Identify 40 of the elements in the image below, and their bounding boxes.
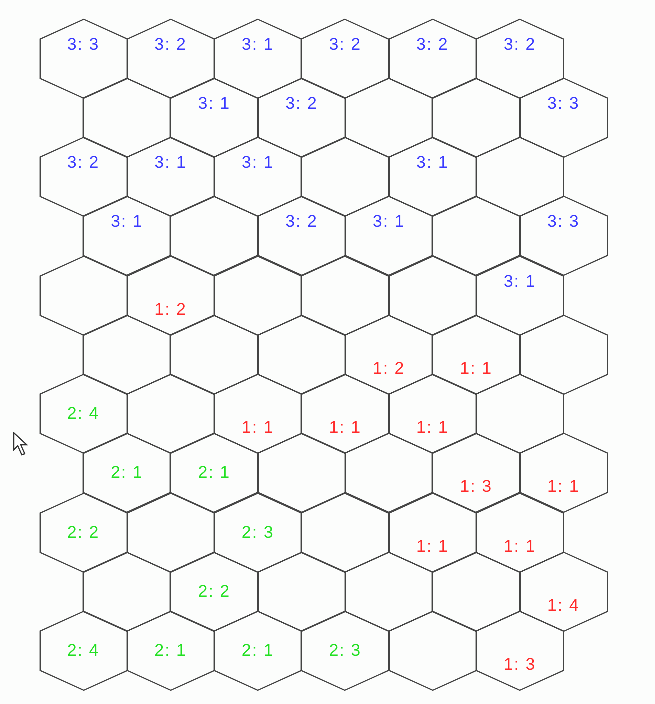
tile-label: 3: 1 <box>110 212 144 232</box>
tile-label: 1: 3 <box>504 655 536 675</box>
tile-label: 2: 1 <box>198 463 231 484</box>
tile-label: 2: 3 <box>329 641 362 661</box>
tile-label: 3: 1 <box>372 212 406 232</box>
tile-label: 3: 1 <box>198 94 231 114</box>
tile-label: 1: 1 <box>329 418 362 438</box>
tile-label: 1: 3 <box>460 477 493 498</box>
tile-label: 1: 1 <box>547 477 580 498</box>
tile-label: 2: 3 <box>242 522 274 542</box>
tile-label: 1: 4 <box>547 596 580 616</box>
tile-label: 1: 1 <box>416 536 449 556</box>
tile-label: 1: 1 <box>460 358 493 379</box>
tile-label: 1: 2 <box>154 300 187 320</box>
tile-label: 2: 1 <box>242 641 274 661</box>
tile-label: 1: 2 <box>372 358 406 379</box>
tile-label: 3: 2 <box>286 212 318 232</box>
tile-label: 3: 1 <box>504 272 536 292</box>
tile-label: 3: 1 <box>154 153 187 173</box>
tile-label: 3: 1 <box>242 34 274 54</box>
tile-label: 2: 1 <box>110 463 144 484</box>
tile-label: 3: 2 <box>286 94 318 114</box>
tile-label: 3: 1 <box>416 153 449 173</box>
tile-label: 3: 3 <box>547 212 580 232</box>
tile-label: 1: 1 <box>242 418 274 438</box>
tile-label: 3: 3 <box>547 94 580 114</box>
tile-label: 2: 2 <box>67 522 100 542</box>
tile-label: 3: 2 <box>154 34 187 54</box>
tile-label: 3: 2 <box>416 34 449 54</box>
tile-label: 3: 1 <box>242 153 274 173</box>
tile-label: 2: 4 <box>67 404 100 424</box>
tile-label: 2: 1 <box>154 641 187 661</box>
tile-label: 2: 2 <box>198 582 231 602</box>
tile-label: 3: 2 <box>67 153 100 173</box>
tile-label: 3: 3 <box>67 34 100 54</box>
tile-label: 1: 1 <box>416 418 449 438</box>
tile-label: 2: 4 <box>67 641 100 661</box>
tile-label: 3: 2 <box>504 34 536 54</box>
tile-label: 1: 1 <box>504 536 536 556</box>
tile-label: 3: 2 <box>329 34 362 54</box>
